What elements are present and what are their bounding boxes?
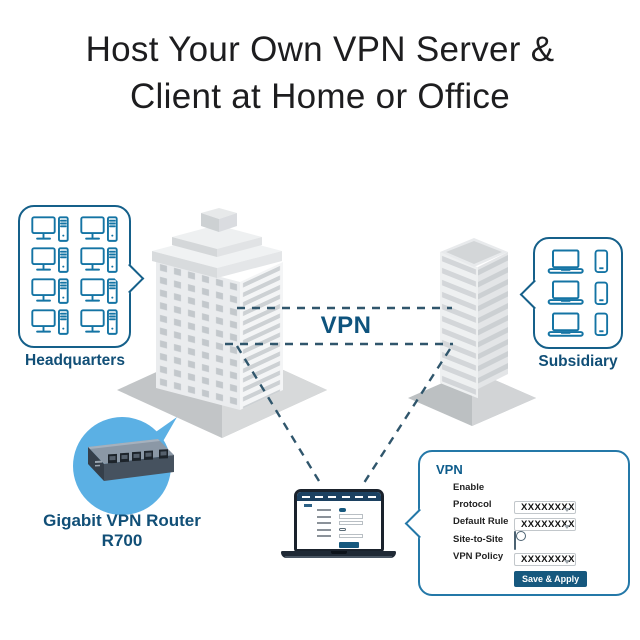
protocol-select[interactable]: XXXXXXXX [514, 501, 576, 514]
laptop-menu-bar [297, 492, 381, 501]
vpn-policy-select[interactable]: XXXXXXXX [514, 553, 576, 566]
smartphone-icon [594, 281, 609, 305]
protocol-label: Protocol [453, 499, 492, 510]
page-title: Host Your Own VPN Server & Client at Hom… [0, 26, 640, 120]
product-name: Gigabit VPN Router [43, 511, 201, 530]
site-to-site-toggle-off[interactable] [514, 531, 526, 550]
laptop-mini-vpn-form [297, 501, 381, 549]
desktop-computer-icon [80, 216, 118, 243]
site-to-site-label: Site-to-Site [453, 534, 504, 545]
smartphone-icon [594, 249, 609, 273]
subsidiary-devices-bubble [519, 237, 623, 349]
router-link-line-left [235, 345, 324, 487]
laptop-base [281, 551, 396, 558]
subsidiary-label: Subsidiary [538, 353, 618, 370]
default-rule-select[interactable]: XXXXXXXX [514, 518, 576, 531]
router-callout-bubble [73, 417, 177, 515]
form-row-enable: Enable [420, 480, 628, 495]
vpn-settings-panel: VPN Enable Protocol XXXXXXXX Default Rul… [404, 450, 630, 596]
desktop-computer-icon [31, 216, 69, 243]
desktop-computer-icon [31, 247, 69, 273]
form-row-protocol: Protocol XXXXXXXX [420, 497, 628, 514]
headquarters-building [152, 208, 283, 411]
product-model: R700 [101, 531, 143, 550]
desktop-computer-icon [31, 309, 69, 335]
device-row [547, 280, 609, 306]
desktop-computer-icon [80, 309, 118, 335]
smartphone-icon [594, 312, 609, 336]
desktop-computer-icon [80, 247, 118, 273]
subsidiary-building [440, 238, 508, 399]
device-row [547, 311, 609, 338]
vpn-panel-title: VPN [436, 462, 463, 477]
title-line-1: Host Your Own VPN Server & [85, 30, 555, 69]
form-row-default-rule: Default Rule XXXXXXXX [420, 514, 628, 531]
save-apply-button[interactable]: Save & Apply [514, 571, 588, 587]
headquarters-devices-bubble [18, 205, 145, 348]
headquarters-label: Headquarters [25, 352, 125, 369]
laptop-icon [547, 311, 584, 337]
laptop-screen [294, 489, 384, 552]
router-link-line-right [360, 348, 452, 487]
desktop-computer-icon [31, 278, 69, 304]
form-row-vpn-policy: VPN Policy XXXXXXXX [420, 549, 628, 566]
form-row-site-to-site: Site-to-Site [420, 531, 628, 550]
vpn-policy-label: VPN Policy [453, 551, 504, 562]
vpn-link-label: VPN [320, 312, 372, 339]
enable-label: Enable [453, 482, 485, 493]
title-line-2: Client at Home or Office [129, 77, 511, 116]
device-row [547, 248, 609, 275]
default-rule-label: Default Rule [453, 516, 509, 527]
vpn-router-image [88, 439, 174, 481]
desktop-computer-icon [80, 278, 118, 304]
laptop-icon [547, 248, 584, 274]
laptop-icon [547, 280, 584, 305]
